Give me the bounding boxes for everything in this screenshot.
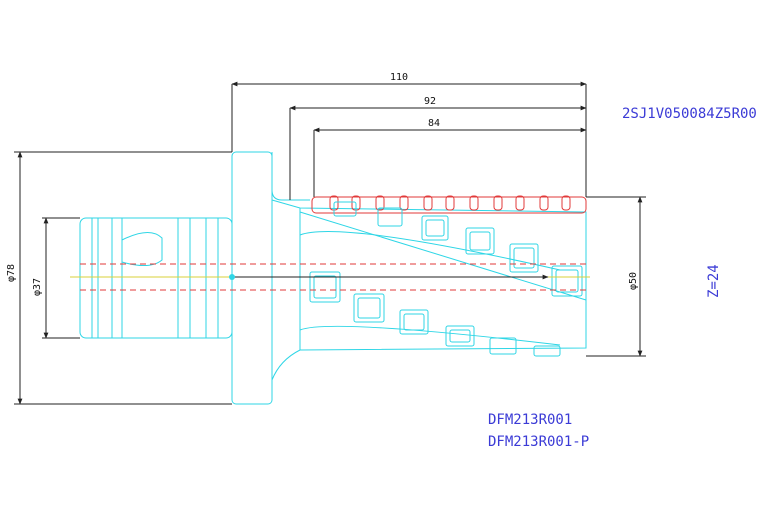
horizontal-dimensions <box>231 81 587 200</box>
teeth-count-label: Z=24 <box>706 264 722 298</box>
shank <box>79 217 233 339</box>
inserts <box>309 201 583 357</box>
part-code-label: 2SJ1V050084Z5R00 <box>622 106 757 122</box>
dim-37-label: φ37 <box>32 278 43 296</box>
top-inserts <box>311 195 587 214</box>
dim-50-label: φ50 <box>628 272 639 290</box>
dim-110-label: 110 <box>390 72 408 83</box>
dim-78-label: φ78 <box>6 264 17 282</box>
vertical-dimensions <box>14 151 646 405</box>
flange <box>231 151 310 405</box>
drawing-number-label: DFM213R001 <box>488 412 572 428</box>
center-lines <box>70 263 590 291</box>
cutter-body <box>271 199 587 381</box>
dim-84-label: 84 <box>428 118 440 129</box>
drawing-number-p-label: DFM213R001-P <box>488 434 589 450</box>
dim-92-label: 92 <box>424 96 436 107</box>
